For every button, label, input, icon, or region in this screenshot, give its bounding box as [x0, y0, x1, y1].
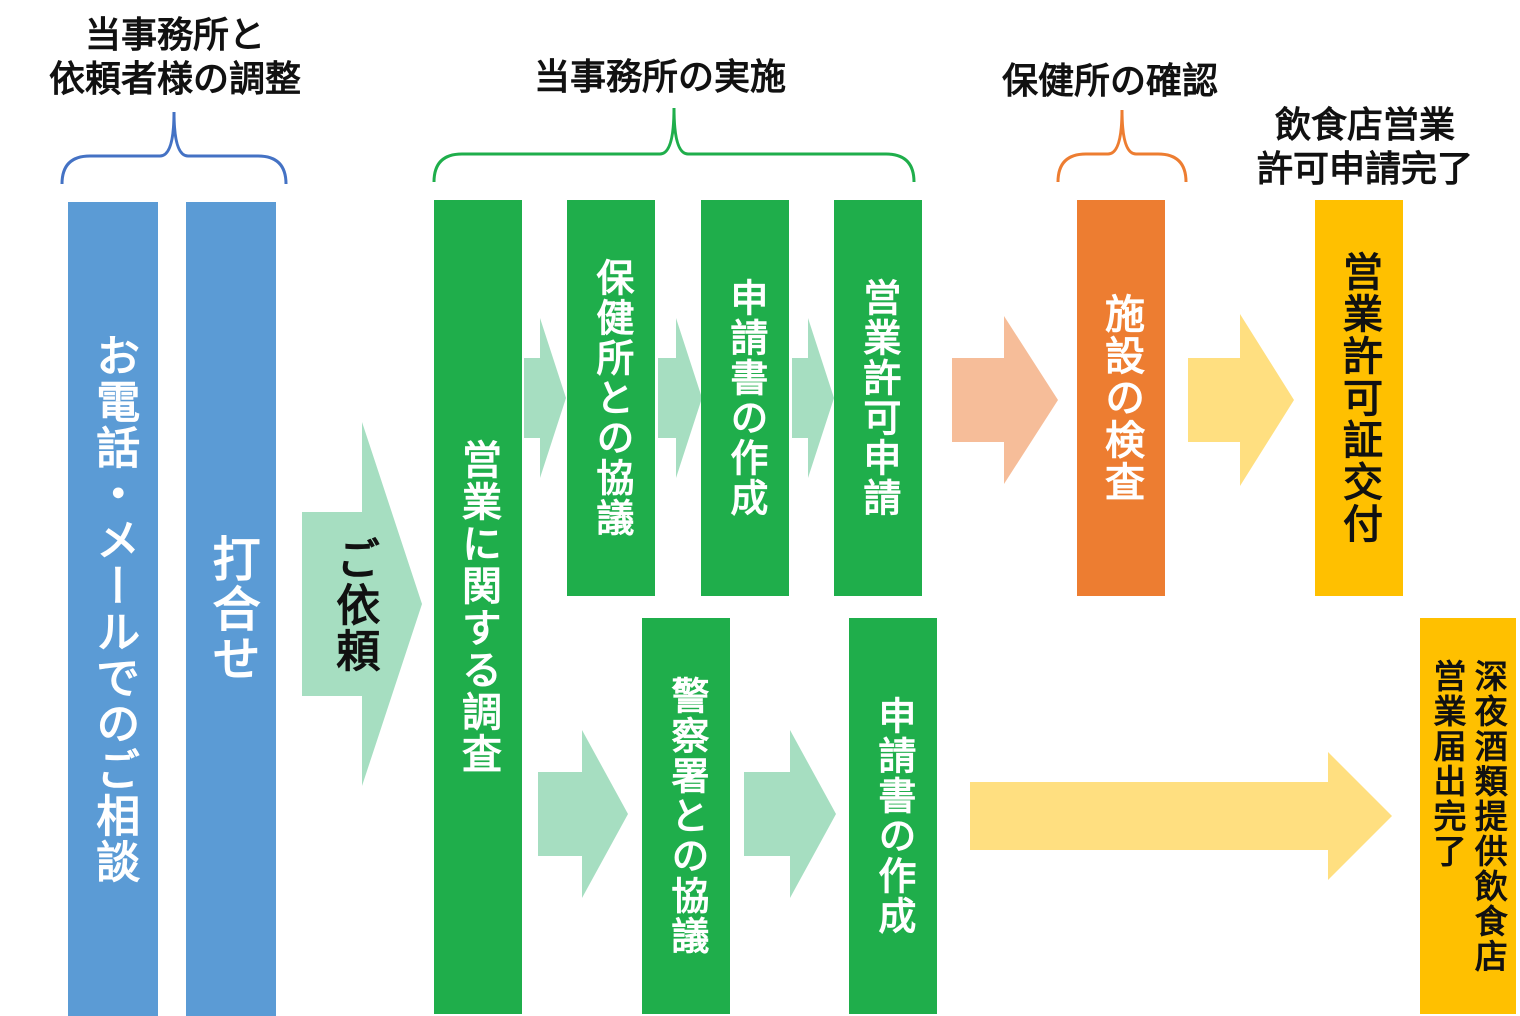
arrow-bottom-2: [744, 730, 836, 898]
request-label-text: ご依頼: [328, 536, 380, 674]
box-doc-create-2-label: 申請書の作成: [871, 696, 916, 936]
header-health-check: 保健所の確認: [1001, 61, 1218, 102]
box-meeting-label: 打合せ: [203, 534, 260, 684]
box-inspection-label: 施設の検査: [1098, 293, 1144, 503]
box-phone-consult: お電話・メールでのご相談: [68, 202, 158, 1016]
box-permit-apply: 営業許可申請: [834, 200, 922, 596]
box-late-night-label: 深夜酒類提供飲食店 営業届出完了: [1428, 658, 1509, 974]
box-permit-issue-label: 営業許可証交付: [1336, 251, 1382, 545]
bracket-office-work: [432, 107, 916, 183]
bracket-health-check: [1056, 109, 1188, 183]
request-label: ご依頼: [318, 510, 388, 700]
arrow-to-inspection: [952, 316, 1058, 484]
header-office-work: 当事務所の実施: [533, 57, 786, 98]
box-police-consult: 警察署との協議: [642, 618, 730, 1014]
arrow-top-1: [524, 318, 566, 478]
arrow-request: [302, 422, 422, 786]
arrow-bottom-1: [538, 730, 628, 898]
box-inspection: 施設の検査: [1077, 200, 1165, 596]
arrow-top-3: [792, 318, 834, 478]
box-doc-create-1: 申請書の作成: [701, 200, 789, 596]
header-complete: 飲食店営業 許可申請完了: [1256, 105, 1473, 190]
box-health-consult: 保健所との協議: [567, 200, 655, 596]
arrow-top-2: [658, 318, 702, 478]
bracket-consultation: [60, 111, 288, 185]
box-survey: 営業に関する調査: [434, 200, 522, 1014]
box-police-consult-label: 警察署との協議: [664, 676, 709, 956]
header-consultation: 当事務所と 依頼者様の調整: [48, 15, 301, 100]
box-meeting: 打合せ: [186, 202, 276, 1016]
box-doc-create-2: 申請書の作成: [849, 618, 937, 1014]
box-health-consult-label: 保健所との協議: [589, 258, 634, 538]
arrow-to-permit: [1188, 314, 1294, 486]
box-doc-create-1-label: 申請書の作成: [723, 278, 768, 518]
brackets: [60, 107, 1188, 185]
box-late-night: 深夜酒類提供飲食店 営業届出完了: [1420, 618, 1516, 1014]
box-survey-label: 営業に関する調査: [455, 439, 501, 775]
box-permit-apply-label: 営業許可申請: [856, 278, 901, 518]
arrow-to-late-night: [970, 752, 1392, 880]
box-permit-issue: 営業許可証交付: [1315, 200, 1403, 596]
box-phone-consult-label: お電話・メールでのご相談: [88, 333, 140, 885]
